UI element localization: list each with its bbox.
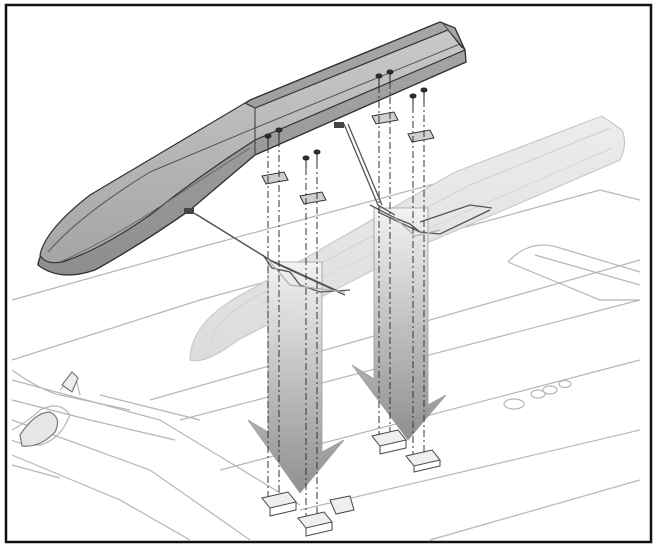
screw-icon xyxy=(264,133,272,146)
bracket-4 xyxy=(407,129,435,143)
screw-icon xyxy=(420,87,428,100)
down-arrow-right xyxy=(351,207,447,441)
wing-mounts xyxy=(261,429,441,537)
wing-fitting xyxy=(19,371,79,447)
alignment-lines xyxy=(267,82,425,522)
screw-icon xyxy=(386,69,394,82)
float xyxy=(37,21,467,276)
screws xyxy=(264,69,428,168)
direction-arrows xyxy=(247,207,447,494)
screw-icon xyxy=(409,93,417,106)
down-arrow-left xyxy=(247,261,345,494)
bracket-3 xyxy=(371,111,399,125)
screw-icon xyxy=(313,149,321,162)
bracket-1 xyxy=(261,171,289,185)
bracket-2 xyxy=(299,191,327,205)
screw-icon xyxy=(375,73,383,86)
screw-icon xyxy=(275,127,283,140)
wing xyxy=(11,149,641,541)
frame-border xyxy=(4,3,653,544)
screw-icon xyxy=(302,155,310,168)
mounting-struts xyxy=(191,123,493,296)
